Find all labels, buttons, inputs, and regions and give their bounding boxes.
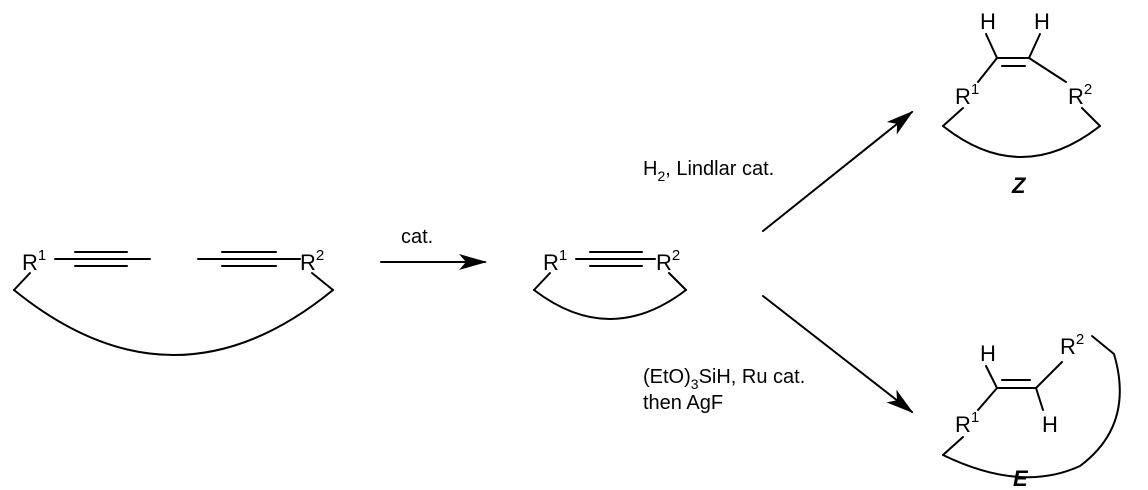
lindlar-conditions: H2, Lindlar cat. (643, 158, 774, 184)
reaction-arrow-z (762, 110, 914, 232)
ring-bond-right (1091, 335, 1115, 355)
hydrosilylation-conditions: (EtO)3SiH, Ru cat. (643, 366, 805, 392)
ch-bond-bottom (1035, 387, 1044, 411)
tether-arc (13, 289, 334, 356)
r2-atom: R2 (300, 247, 324, 275)
ring-bond-right (668, 272, 687, 291)
then-conditions: then AgF (643, 392, 723, 414)
r2-atom: R2 (656, 247, 680, 275)
ring-bond-left (942, 107, 964, 127)
h-atom-right: H (1034, 9, 1050, 34)
metathesis-conditions: cat. (401, 226, 433, 248)
lindlar-step: H2, Lindlar cat. (643, 110, 914, 232)
e-isomer-label: E (1013, 466, 1029, 490)
h-atom-left: H (980, 9, 996, 34)
r1-atom: R1 (543, 247, 567, 275)
ring-arc (533, 289, 687, 320)
trans-hydrogenation-step: (EtO)3SiH, Ru cat. then AgF (643, 295, 914, 414)
ring-arc (942, 353, 1121, 479)
r1-atom: R1 (955, 409, 979, 437)
tether-bond-right (311, 272, 334, 291)
starting-diyne: R1 R2 (13, 247, 334, 356)
ch-bond-top (985, 365, 998, 389)
ring-bond-left (942, 436, 964, 456)
alkene-r1-bond (977, 387, 998, 411)
cycloalkyne: R1 R2 (533, 247, 687, 320)
metathesis-step: cat. (380, 226, 487, 270)
ring-arc (942, 125, 1101, 158)
e-cycloalkene: H H R2 R1 E (942, 331, 1121, 490)
ch-bond-right (1028, 33, 1041, 59)
tether-bond-left (13, 272, 31, 291)
z-cycloalkene: H H R1 R2 Z (942, 9, 1101, 198)
r2-atom: R2 (1060, 331, 1084, 359)
r1-atom: R1 (22, 247, 46, 275)
ch-bond-left (985, 33, 998, 59)
h-atom-top: H (980, 341, 996, 366)
z-isomer-label: Z (1011, 173, 1027, 198)
alkene-r2-bond (1035, 361, 1063, 389)
r1-atom: R1 (955, 81, 979, 109)
alkene-r2-bond (1028, 57, 1067, 83)
ring-bond-right (1081, 107, 1101, 127)
h-atom-bottom: H (1042, 412, 1058, 437)
reaction-arrow-e (762, 295, 914, 414)
ring-bond-left (533, 272, 551, 291)
r2-atom: R2 (1068, 81, 1092, 109)
alkene-r1-bond (977, 57, 998, 83)
